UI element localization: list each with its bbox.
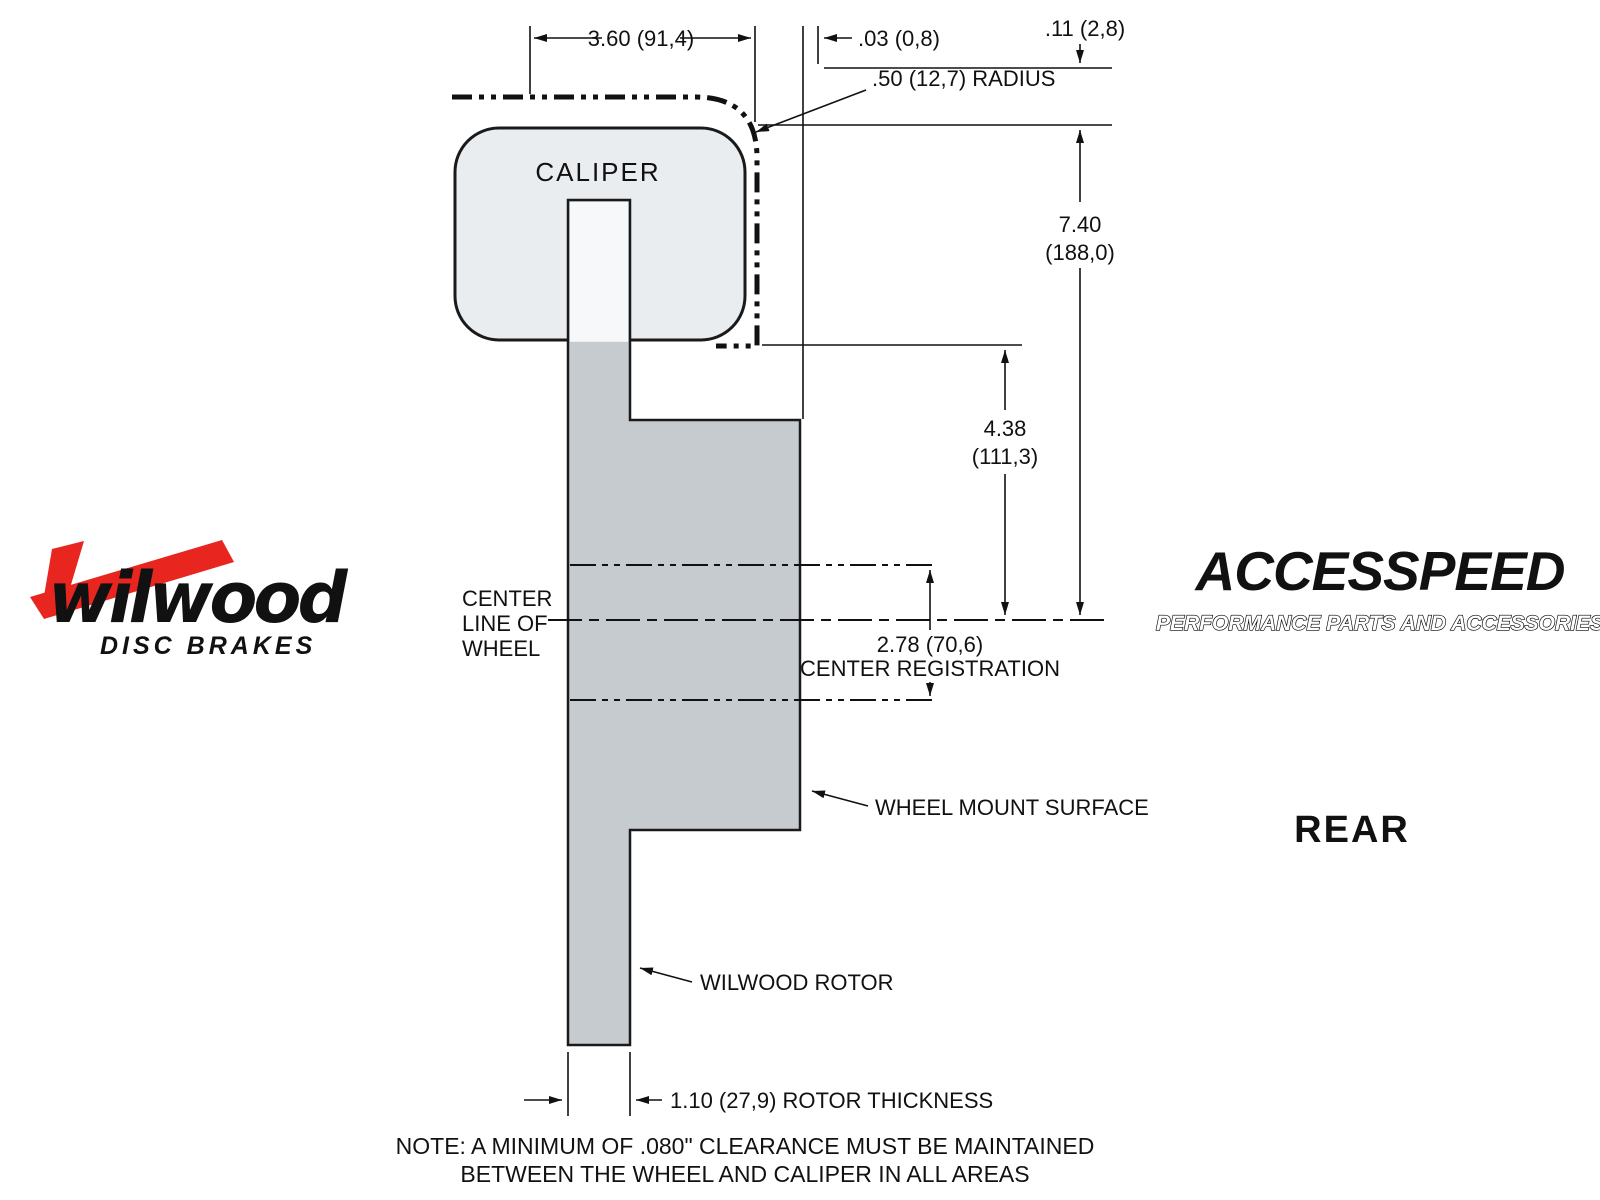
center-line-group: CENTER LINE OF WHEEL [462,564,1105,701]
caliper-clearance-outline [452,94,760,349]
leader-line [639,967,693,983]
wilwood-logo: wilwood DISC BRAKES [30,540,353,660]
dim-center-registration: 2.78 (70,6) CENTER REGISTRATION [800,570,1060,696]
note-line-1: NOTE: A MINIMUM OF .080" CLEARANCE MUST … [396,1133,1095,1159]
dim-rotor-thickness: 1.10 (27,9) ROTOR THICKNESS [524,1088,993,1113]
rotor-slot [569,201,629,342]
dim-caliper-width: 3.60 (91,4) [534,26,751,51]
dim-height-mount-mm: (111,3) [972,444,1038,469]
rotor-group [566,198,802,1047]
dim-gap-top-text: .11 (2,8) [1045,16,1125,41]
dim-gap-top: .11 (2,8) [1045,16,1125,63]
leader-line [811,790,869,807]
dim-radius-callout: .50 (12,7) RADIUS [755,66,1055,133]
dim-gap-small: .03 (0,8) [824,26,940,51]
note-line-2: BETWEEN THE WHEEL AND CALIPER IN ALL ARE… [460,1161,1029,1187]
view-label: REAR [1294,809,1410,851]
center-line-label-2: LINE OF [462,611,548,636]
note-group: NOTE: A MINIMUM OF .080" CLEARANCE MUST … [396,1133,1095,1187]
wilwood-wordmark: wilwood [48,557,349,639]
leader-line [755,89,867,133]
rotor-callout: WILWOOD ROTOR [639,967,894,995]
wheel-mount-label: WHEEL MOUNT SURFACE [875,795,1149,820]
dim-height-mount: 4.38 (111,3) [972,350,1038,615]
wilwood-brush-stroke [30,540,234,619]
center-reg-label: CENTER REGISTRATION [800,656,1060,681]
wilwood-brush-stroke-2 [44,541,84,596]
center-line-label-3: WHEEL [462,636,540,661]
dim-radius-text: .50 (12,7) RADIUS [872,66,1055,91]
dim-width-text: 3.60 (91,4) [588,26,694,51]
dim-height-mount-in: 4.38 [984,416,1027,441]
rotor-body [566,198,802,1047]
dim-gap-small-text: .03 (0,8) [858,26,940,51]
rotor-label: WILWOOD ROTOR [700,970,894,995]
dim-height-total: 7.40 (188,0) [1045,130,1115,615]
dim-center-reg-text: 2.78 (70,6) [877,632,983,657]
wheel-mount-callout: WHEEL MOUNT SURFACE [811,790,1149,820]
center-line-label-1: CENTER [462,586,552,611]
caliper-label: CALIPER [535,157,660,187]
accesspeed-wordmark: ACCESSPEED [1194,540,1565,602]
accesspeed-logo: ACCESSPEED PERFORMANCE PARTS AND ACCESSO… [1155,540,1600,636]
wilwood-tagline: DISC BRAKES [100,632,316,660]
dim-height-total-in: 7.40 [1059,212,1102,237]
dim-height-total-mm: (188,0) [1045,240,1115,265]
accesspeed-tagline: PERFORMANCE PARTS AND ACCESSORIES [1156,612,1600,635]
extension-lines [529,26,1112,1116]
dim-thickness-text: 1.10 (27,9) ROTOR THICKNESS [670,1088,993,1113]
